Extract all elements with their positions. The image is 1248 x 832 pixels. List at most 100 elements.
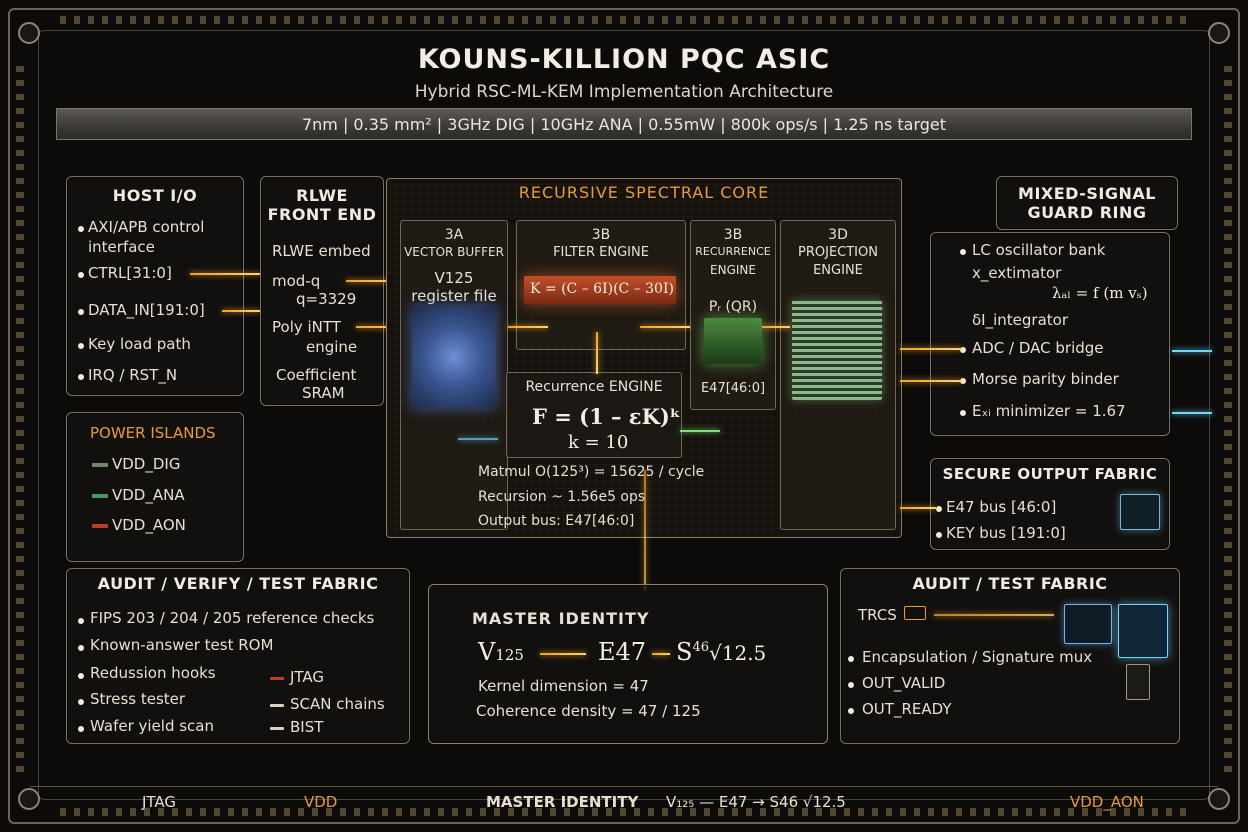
data-trace xyxy=(222,310,260,312)
rlwe-title: RLWE xyxy=(296,186,348,205)
mixed-signal-title-2: GUARD RING xyxy=(1027,203,1147,222)
guard-ring-cyan-trace xyxy=(1172,350,1212,352)
vdd-aon-swatch xyxy=(92,524,108,528)
audit-test-title: AUDIT / TEST FABRIC xyxy=(912,574,1108,593)
bullet-icon xyxy=(78,374,84,380)
mixed-signal-guard-ring-block xyxy=(930,232,1170,436)
core-trace xyxy=(762,326,790,328)
bullet-icon xyxy=(960,378,966,384)
chip-outer-frame xyxy=(8,8,1240,824)
projection-name-2: ENGINE xyxy=(813,263,863,278)
page-subtitle: Hybrid RSC-ML-KEM Implementation Archite… xyxy=(414,82,834,102)
io-pads-left xyxy=(16,60,24,772)
rlwe-item: Coefficient xyxy=(276,366,357,384)
audit-verify-item: Redussion hooks xyxy=(90,664,216,682)
bullet-icon xyxy=(78,645,84,651)
mixed-signal-item: ADC / DAC bridge xyxy=(972,339,1104,357)
io-pads-bottom xyxy=(60,808,1188,816)
audit-verify-test-block: AUDIT / VERIFY / TEST FABRIC xyxy=(66,568,410,744)
master-identity-v: V125 xyxy=(478,638,524,666)
identity-e: E47 xyxy=(598,638,647,666)
output-trace xyxy=(900,507,936,509)
filter-id: 3B xyxy=(591,227,611,243)
audit-test-trcs: TRCS xyxy=(858,606,897,624)
guard-ring-trace xyxy=(900,348,962,350)
rlwe-item: RLWE embed xyxy=(272,242,371,260)
projection-die-icon xyxy=(792,300,882,400)
footer-identity-label: MASTER IDENTITY xyxy=(486,793,639,811)
core-trace xyxy=(640,326,690,328)
bullet-icon xyxy=(960,347,966,353)
vector-buffer-line1: V125 xyxy=(434,269,474,287)
lock-icon xyxy=(1118,604,1168,658)
footer-vdd-aon: VDD_AON xyxy=(1070,793,1144,811)
secure-output-item: KEY bus [191:0] xyxy=(946,524,1066,542)
identity-kernel: Kernel dimension = 47 xyxy=(478,677,649,695)
vector-buffer-name: VECTOR BUFFER xyxy=(404,245,504,259)
power-islands-block xyxy=(66,412,244,562)
core-trace xyxy=(508,326,548,328)
mixed-signal-title-block: MIXED-SIGNAL GUARD RING xyxy=(996,176,1178,230)
page-title: KOUNS-KILLION PQC ASIC xyxy=(417,44,831,75)
audit-verify-item: Known-answer test ROM xyxy=(90,636,274,654)
core-output-trace xyxy=(644,470,646,590)
core-title: RECURSIVE SPECTRAL CORE xyxy=(518,183,770,202)
rlwe-item: mod-q xyxy=(272,272,321,290)
filter-die-icon xyxy=(524,276,676,304)
audit-test-item: OUT_VALID xyxy=(862,674,946,692)
mixed-signal-item: Morse parity binder xyxy=(972,370,1119,388)
bullet-icon xyxy=(960,249,966,255)
secure-output-title: SECURE OUTPUT FABRIC xyxy=(942,465,1158,483)
master-identity-s: S46√12.5 xyxy=(676,638,766,666)
corner-screw-icon xyxy=(18,788,40,810)
bullet-icon xyxy=(960,410,966,416)
vector-buffer-id: 3A xyxy=(444,227,464,243)
core-note: Matmul O(125³) = 15625 / cycle xyxy=(478,464,705,480)
core-green-trace xyxy=(680,430,720,432)
identity-coherence: Coherence density = 47 / 125 xyxy=(476,702,701,720)
trcs-trace xyxy=(934,614,1054,616)
io-pads-right xyxy=(1224,60,1232,772)
host-io-ctrl-port: CTRL[31:0] xyxy=(88,264,172,282)
master-identity-title: MASTER IDENTITY xyxy=(472,609,650,628)
mixed-signal-item: δI_integrator xyxy=(972,311,1068,329)
vdd-ana-swatch xyxy=(92,494,108,498)
audit-port-jtag: JTAG xyxy=(290,668,325,686)
rlwe-trace xyxy=(346,280,406,282)
filter-engine-block: 3B FILTER ENGINE xyxy=(516,220,686,350)
recurrence-top-name-2: ENGINE xyxy=(710,263,756,277)
recurrence-top-name: RECURRENCE xyxy=(695,245,771,258)
vector-buffer-die-icon xyxy=(412,306,496,408)
trcs-register-icon xyxy=(904,606,926,620)
mixed-signal-item: x_extimator xyxy=(972,264,1062,282)
secure-output-item: E47 bus [46:0] xyxy=(946,498,1057,516)
vdd-dig-swatch xyxy=(92,463,108,467)
test-chip-icon xyxy=(1064,604,1112,644)
vector-buffer-line2: register file xyxy=(411,287,497,305)
host-io-item: interface xyxy=(88,238,155,256)
identity-arrow-icon xyxy=(652,653,670,655)
core-cyan-trace xyxy=(458,438,498,440)
recurrence-engine-top-block: 3B RECURRENCE ENGINE Pᵣ (QR) E47[46:0] xyxy=(690,220,776,410)
audit-test-item: Encapsulation / Signature mux xyxy=(862,648,1093,666)
core-note: Output bus: E47[46:0] xyxy=(478,513,635,529)
power-item: VDD_AON xyxy=(112,516,186,534)
rlwe-front-end-block: RLWE FRONT END xyxy=(260,176,384,406)
bullet-icon xyxy=(936,532,942,538)
bullet-icon xyxy=(78,699,84,705)
rlwe-item: SRAM xyxy=(302,384,345,402)
guard-ring-cyan-trace xyxy=(1172,412,1212,414)
recurrence-top-bus: E47[46:0] xyxy=(700,381,766,396)
rlwe-item: Poly iNTT xyxy=(272,318,341,336)
power-item: VDD_DIG xyxy=(112,455,181,473)
power-item: VDD_ANA xyxy=(112,486,185,504)
footer-vdd: VDD xyxy=(304,793,338,811)
recurrence-die-icon xyxy=(704,318,762,364)
footer-jtag: JTAG xyxy=(142,793,177,811)
bullet-icon xyxy=(78,226,84,232)
mixed-signal-item: Eₓᵢ minimizer = 1.67 xyxy=(972,402,1126,420)
chip-inner-frame xyxy=(38,30,1210,800)
corner-screw-icon xyxy=(1208,788,1230,810)
filter-name: FILTER ENGINE xyxy=(553,245,649,260)
bullet-icon xyxy=(78,343,84,349)
